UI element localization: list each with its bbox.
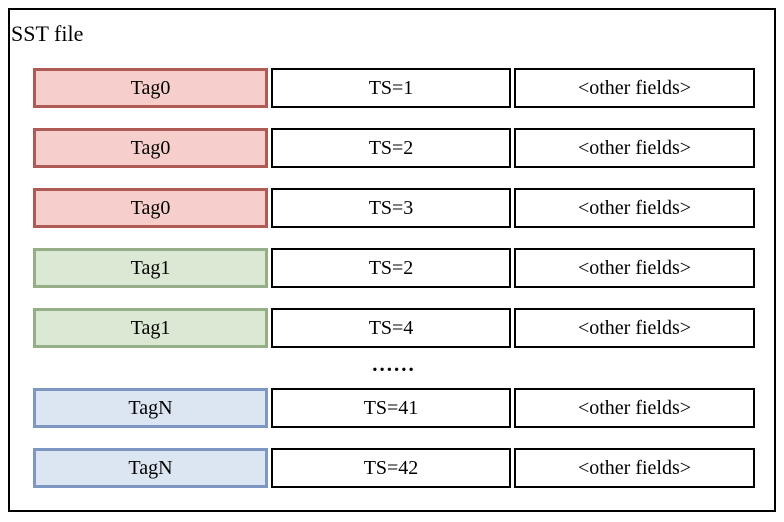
tag-cell: Tag0 — [33, 188, 268, 228]
timestamp-cell: TS=3 — [271, 188, 511, 228]
record-row: Tag1 TS=4 <other fields> — [33, 308, 755, 348]
timestamp-cell: TS=42 — [271, 448, 511, 488]
other-fields-cell: <other fields> — [514, 68, 755, 108]
ellipsis-separator: ...... — [372, 352, 416, 376]
tag-cell: Tag1 — [33, 308, 268, 348]
record-row: TagN TS=41 <other fields> — [33, 388, 755, 428]
other-fields-cell: <other fields> — [514, 248, 755, 288]
tag-cell: TagN — [33, 388, 268, 428]
record-row: Tag0 TS=2 <other fields> — [33, 128, 755, 168]
tag-cell: Tag0 — [33, 128, 268, 168]
timestamp-cell: TS=2 — [271, 128, 511, 168]
timestamp-cell: TS=4 — [271, 308, 511, 348]
sst-file-box: SST file Tag0 TS=1 <other fields> Tag0 T… — [8, 8, 776, 512]
tag-cell: Tag1 — [33, 248, 268, 288]
other-fields-cell: <other fields> — [514, 128, 755, 168]
record-rows: Tag0 TS=1 <other fields> Tag0 TS=2 <othe… — [33, 68, 755, 488]
record-row: TagN TS=42 <other fields> — [33, 448, 755, 488]
timestamp-cell: TS=2 — [271, 248, 511, 288]
other-fields-cell: <other fields> — [514, 448, 755, 488]
record-row: Tag0 TS=1 <other fields> — [33, 68, 755, 108]
timestamp-cell: TS=41 — [271, 388, 511, 428]
tag-cell: TagN — [33, 448, 268, 488]
timestamp-cell: TS=1 — [271, 68, 511, 108]
record-row: Tag1 TS=2 <other fields> — [33, 248, 755, 288]
diagram-title: SST file — [11, 21, 84, 46]
tag-cell: Tag0 — [33, 68, 268, 108]
other-fields-cell: <other fields> — [514, 308, 755, 348]
other-fields-cell: <other fields> — [514, 188, 755, 228]
other-fields-cell: <other fields> — [514, 388, 755, 428]
record-row: Tag0 TS=3 <other fields> — [33, 188, 755, 228]
